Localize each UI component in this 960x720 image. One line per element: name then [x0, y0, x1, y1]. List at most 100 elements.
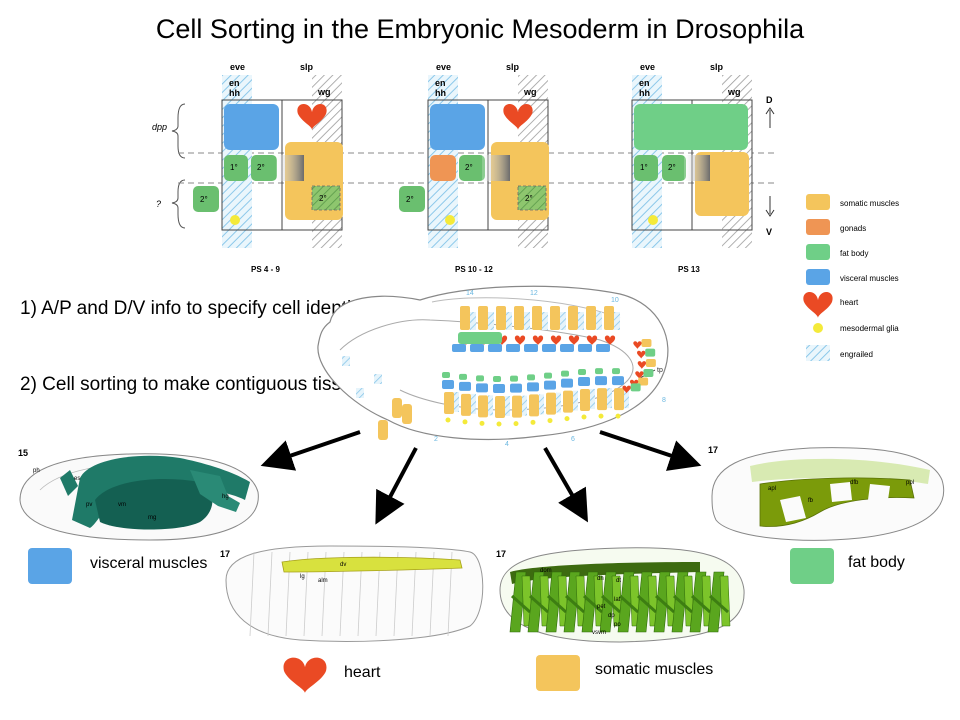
svg-text:tp: tp [657, 367, 663, 374]
embryo-cell [638, 377, 649, 386]
somatic-muscles-label: somatic muscles [595, 661, 714, 678]
embryo-cell [532, 306, 542, 330]
embryo-cell [512, 395, 522, 418]
embryo-cell [612, 376, 624, 386]
embryo-cell [478, 306, 488, 330]
panel-ps-4-9: eve slp en hh wg 1° 2° 2° 2° PS 4 - 9 [193, 62, 343, 274]
svg-text:wg: wg [523, 87, 537, 97]
svg-text:17: 17 [496, 549, 506, 559]
embryo-cell [641, 339, 652, 348]
embryo-cell [445, 417, 451, 423]
svg-text:4: 4 [505, 441, 509, 448]
embryo-cell [514, 335, 526, 345]
dorsal-label: D [766, 95, 773, 105]
svg-text:en: en [435, 78, 446, 88]
svg-text:en: en [229, 78, 240, 88]
embryo-cell [496, 306, 506, 330]
svg-text:8: 8 [662, 397, 666, 404]
svg-text:apl: apl [768, 486, 776, 492]
embryo-cell [378, 420, 388, 440]
svg-text:ppl: ppl [906, 480, 914, 486]
panel-ps-13: eve slp en hh wg 1° 2° PS 13 [631, 62, 753, 274]
svg-text:2°: 2° [525, 194, 533, 203]
segment-line [249, 551, 255, 637]
embryo-cell [580, 388, 590, 411]
embryo-cell [615, 413, 621, 419]
embryo-cell [342, 356, 350, 366]
embryo-cell [542, 312, 548, 330]
embryo-cell [513, 421, 519, 427]
embryo-cell [581, 414, 587, 420]
svg-text:eve: eve [640, 62, 655, 72]
embryo-cell [478, 395, 488, 418]
svg-text:slp: slp [710, 62, 724, 72]
embryo-cell [637, 361, 647, 369]
svg-text:dfb: dfb [850, 480, 859, 486]
svg-text:slp: slp [300, 62, 314, 72]
embryo-cell [544, 380, 556, 390]
svg-text:es: es [74, 476, 80, 482]
svg-text:PS 10 - 12: PS 10 - 12 [455, 265, 493, 274]
fat-body-swatch [790, 548, 834, 584]
svg-text:ph: ph [33, 468, 40, 474]
svg-text:vm: vm [118, 502, 126, 508]
svg-text:2: 2 [434, 436, 438, 443]
panel-ps-10-12: eve slp en hh wg 2° 2° 2° PS 10 - 12 [399, 62, 549, 274]
svg-text:pv: pv [86, 502, 92, 508]
visceral-muscles-label: visceral muscles [90, 555, 208, 572]
embryo-cell [470, 344, 484, 352]
embryo-cell [356, 388, 364, 398]
embryo-cell [560, 344, 574, 352]
heart-embryo-panel: 17 dv lg alm [220, 545, 484, 642]
embryo-cell [544, 372, 552, 379]
embryo-cell [527, 382, 539, 392]
svg-text:dom: dom [540, 568, 552, 574]
embryo-cell [560, 312, 566, 330]
svg-text:fb: fb [808, 498, 814, 504]
svg-text:2°: 2° [200, 195, 208, 204]
embryo-cell [542, 344, 556, 352]
embryo-cell [444, 392, 454, 414]
muscle-strip [673, 594, 693, 614]
legend-swatch-mesodermal-glia [813, 323, 823, 333]
embryo-cell [476, 375, 484, 382]
svg-text:1°: 1° [640, 163, 648, 172]
dpp-label: dpp [152, 122, 167, 132]
embryo-cell [506, 344, 520, 352]
svg-text:17: 17 [220, 549, 230, 559]
legend-swatch-visceral-muscles [806, 269, 830, 285]
svg-text:2°: 2° [465, 163, 473, 172]
arrow-to-fatbody [599, 430, 702, 471]
embryo-cell [442, 380, 454, 389]
svg-text:2°: 2° [257, 163, 265, 172]
embryo-cell [643, 369, 654, 378]
embryo-cell [442, 372, 450, 378]
legend-swatch-fat-body [806, 244, 830, 260]
arrow-to-somatic [543, 446, 589, 523]
legend-swatch-gonads [806, 219, 830, 235]
muscle-strip [637, 594, 657, 614]
embryo-cell [645, 358, 656, 367]
embryo-cell [614, 312, 620, 330]
svg-text:15: 15 [18, 448, 28, 458]
embryo-cell [470, 312, 476, 330]
embryo-cell [564, 416, 570, 422]
svg-text:dn: dn [597, 576, 604, 582]
embryo-cell [614, 388, 624, 411]
embryo-cell [524, 344, 538, 352]
embryo-cell [586, 335, 598, 345]
embryo-cell [578, 312, 584, 330]
heart-label: heart [344, 664, 381, 681]
svg-text:PS 13: PS 13 [678, 265, 700, 274]
embryo-cell [546, 392, 556, 415]
embryo-cell [514, 306, 524, 330]
svg-text:eve: eve [436, 62, 451, 72]
embryo-cell [622, 385, 631, 394]
svg-text:6: 6 [571, 436, 575, 443]
embryo-cell [604, 306, 614, 330]
muscle-strip [619, 594, 639, 614]
embryo-cell [462, 419, 468, 425]
embryo-cell [561, 370, 569, 377]
fat-body-label: fat body [848, 554, 905, 571]
